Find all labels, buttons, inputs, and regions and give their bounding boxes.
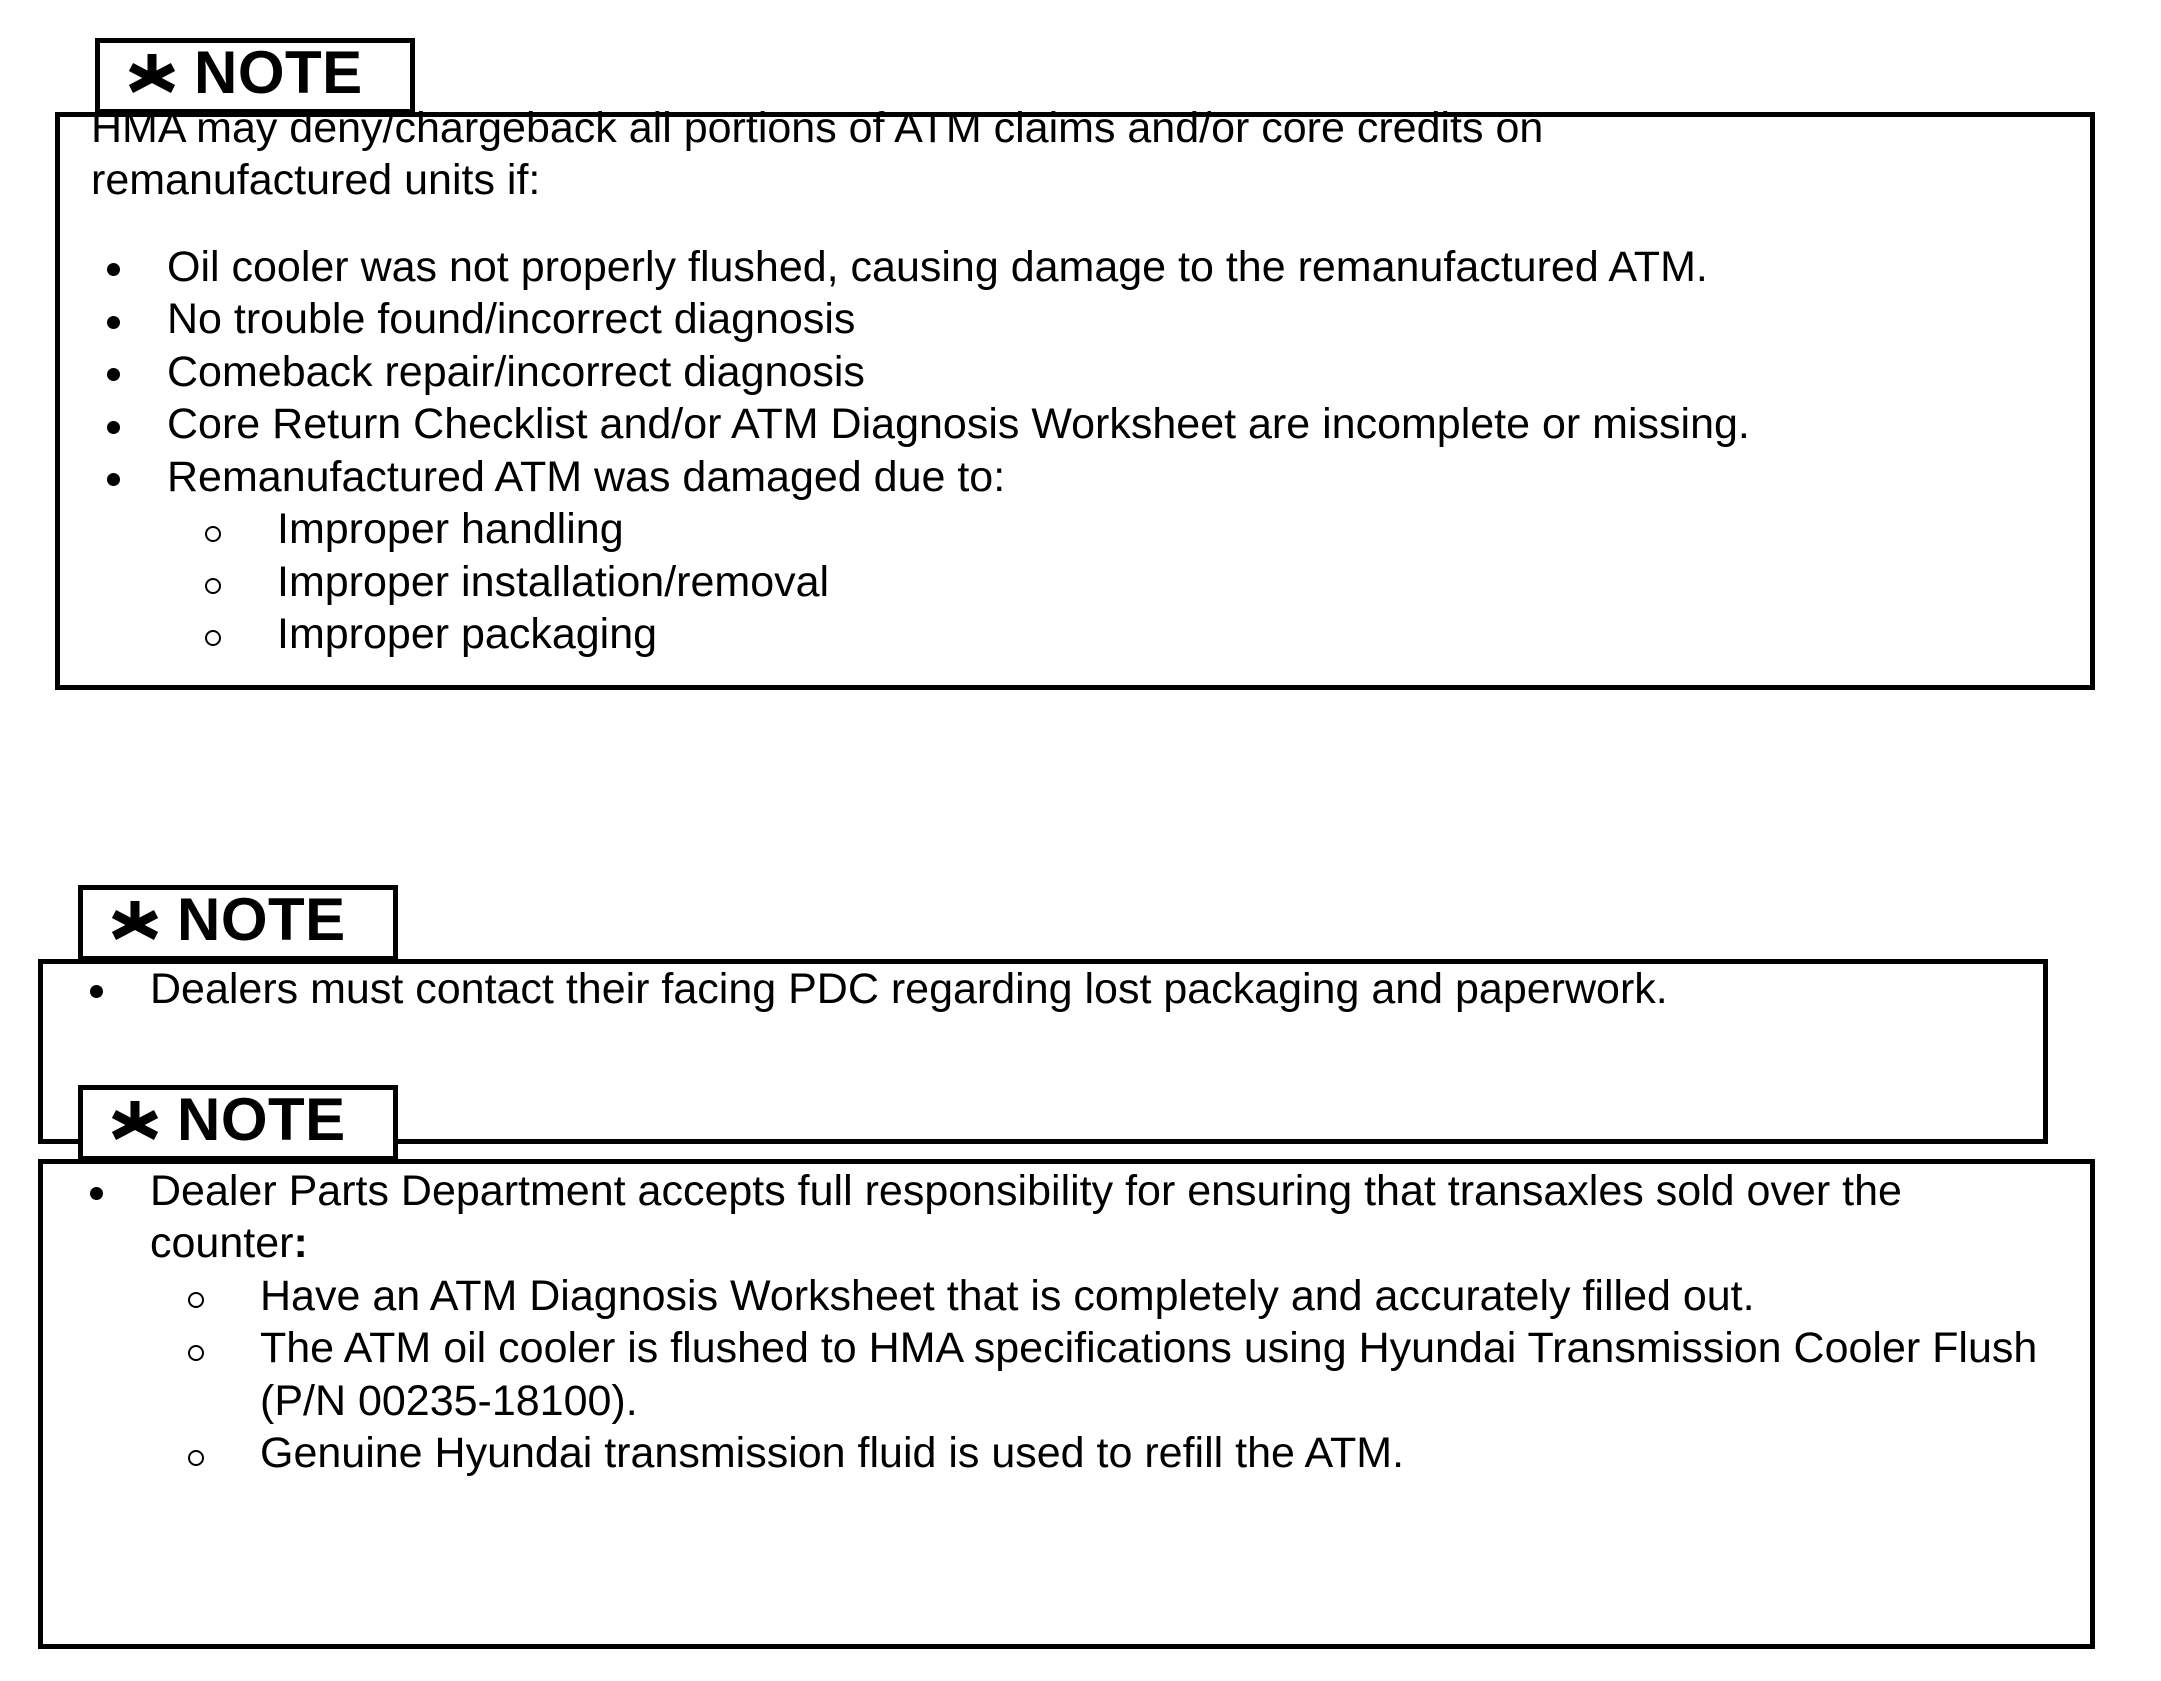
list-item-text: Dealer Parts Department accepts full res… <box>150 1167 1902 1268</box>
note-box-3-bullet-list: Dealer Parts Department accepts full res… <box>64 1165 2069 1480</box>
asterisk-star-icon <box>109 897 161 949</box>
sub-list-item-text: Improper installation/removal <box>277 557 830 606</box>
sub-list-item: The ATM oil cooler is flushed to HMA spe… <box>150 1322 2069 1427</box>
note-box-2: NOTE Dealers must contact their facing P… <box>38 885 2048 1144</box>
note-box-2-content: Dealers must contact their facing PDC re… <box>38 885 2048 1035</box>
list-item-text: Remanufactured ATM was damaged due to: <box>167 452 1006 501</box>
asterisk-star-icon <box>126 50 178 102</box>
list-item: Dealers must contact their facing PDC re… <box>64 963 2022 1015</box>
bullet-disc-icon <box>107 263 120 277</box>
sub-list-item-text: Have an ATM Diagnosis Worksheet that is … <box>260 1271 1755 1320</box>
note-box-1-sub-list: Improper handling Improper installation/… <box>167 503 2069 660</box>
bullet-circle-icon <box>205 577 221 594</box>
list-item: Comeback repair/incorrect diagnosis <box>81 346 2069 398</box>
list-item-text: No trouble found/incorrect diagnosis <box>167 295 856 344</box>
list-item: Core Return Checklist and/or ATM Diagnos… <box>81 398 2069 450</box>
bullet-circle-icon <box>188 1449 204 1466</box>
note-box-3-content: Dealer Parts Department accepts full res… <box>38 1085 2095 1500</box>
list-item-text-emphasis: : <box>293 1219 308 1268</box>
list-item-text: Comeback repair/incorrect diagnosis <box>167 347 865 396</box>
note-box-2-bullet-list: Dealers must contact their facing PDC re… <box>64 963 2022 1015</box>
bullet-circle-icon <box>188 1344 204 1361</box>
sub-list-item: Have an ATM Diagnosis Worksheet that is … <box>150 1270 2069 1322</box>
note-box-1-bullet-list: Oil cooler was not properly flushed, cau… <box>81 241 2069 661</box>
list-item: Oil cooler was not properly flushed, cau… <box>81 241 2069 293</box>
sub-list-item: Improper installation/removal <box>167 556 2069 608</box>
sub-list-item: Improper handling <box>167 503 2069 555</box>
bullet-circle-icon <box>188 1292 204 1309</box>
note-box-3-tab-label: NOTE <box>177 1086 346 1153</box>
bullet-disc-icon <box>107 315 120 329</box>
list-item-text: Dealers must contact their facing PDC re… <box>150 965 1668 1013</box>
bullet-disc-icon <box>90 985 103 999</box>
note-box-1-intro: HMA may deny/chargeback all portions of … <box>91 104 1544 205</box>
spacer <box>81 207 2069 241</box>
note-box-1-tab-label: NOTE <box>194 39 363 106</box>
note-box-1-body <box>55 112 2095 690</box>
note-box-1-tab: NOTE <box>95 38 415 114</box>
note-box-3-body <box>38 1159 2095 1649</box>
sub-list-item: Improper packaging <box>167 608 2069 660</box>
bullet-circle-icon <box>205 525 221 542</box>
sub-list-item-text: Improper handling <box>277 505 624 554</box>
list-item-text: Core Return Checklist and/or ATM Diagnos… <box>167 400 1750 449</box>
bullet-disc-icon <box>107 368 120 382</box>
list-item: Dealer Parts Department accepts full res… <box>64 1165 2069 1480</box>
list-item-text: Oil cooler was not properly flushed, cau… <box>167 242 1708 291</box>
note-box-3: NOTE Dealer Parts Department accepts ful… <box>38 1085 2095 1649</box>
note-box-1-content: HMA may deny/chargeback all portions of … <box>55 38 2095 681</box>
note-box-1: NOTE HMA may deny/chargeback all portion… <box>55 38 2095 690</box>
sub-list-item-text: Genuine Hyundai transmission fluid is us… <box>260 1429 1405 1478</box>
note-box-3-tab: NOTE <box>78 1085 398 1161</box>
list-item: No trouble found/incorrect diagnosis <box>81 293 2069 345</box>
note-box-2-tab: NOTE <box>78 885 398 961</box>
bullet-disc-icon <box>107 420 120 434</box>
bullet-disc-icon <box>90 1187 103 1201</box>
bullet-disc-icon <box>107 473 120 487</box>
bullet-circle-icon <box>205 630 221 647</box>
note-box-3-sub-list: Have an ATM Diagnosis Worksheet that is … <box>150 1270 2069 1480</box>
sub-list-item: Genuine Hyundai transmission fluid is us… <box>150 1427 2069 1479</box>
list-item: Remanufactured ATM was damaged due to: I… <box>81 451 2069 661</box>
note-box-2-tab-label: NOTE <box>177 886 346 953</box>
sub-list-item-text: The ATM oil cooler is flushed to HMA spe… <box>260 1324 2038 1425</box>
sub-list-item-text: Improper packaging <box>277 610 658 659</box>
asterisk-star-icon <box>109 1097 161 1149</box>
